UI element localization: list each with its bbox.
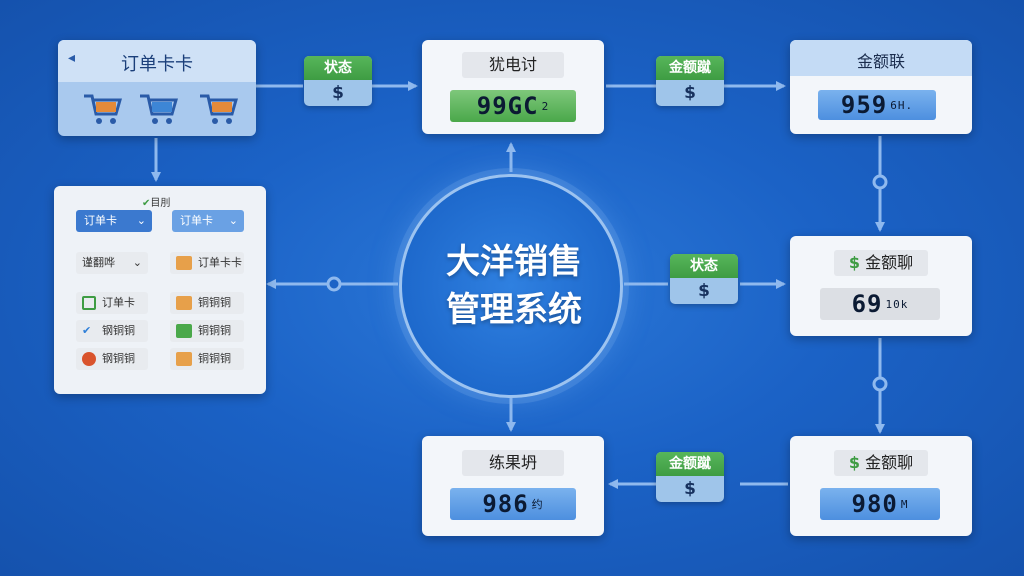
system-title-line2: 管理系统	[446, 290, 582, 330]
dropdown-right[interactable]: 订单卡 ⌄	[172, 210, 244, 232]
connector-node	[326, 276, 342, 292]
badge-label: 金额蹴	[656, 56, 724, 80]
chevron-down-icon: ⌄	[132, 256, 142, 269]
card-header	[790, 40, 972, 76]
card-title: 犹电讨	[462, 52, 564, 78]
panel-top-label: ✔目刖	[142, 198, 171, 209]
dollar-icon: $	[684, 83, 696, 103]
folder-icon	[176, 256, 192, 270]
order-card-title: 订单卡卡	[121, 54, 193, 75]
list-item[interactable]: ✔ 钢铜铜	[76, 320, 148, 342]
list-item[interactable]: 钢铜铜	[76, 348, 148, 370]
checkbox-icon	[176, 324, 192, 338]
chevron-down-icon: ⌄	[136, 214, 146, 227]
back-arrow-icon[interactable]: ◂	[68, 50, 76, 66]
center-hub[interactable]: 大洋销售 管理系统	[399, 174, 623, 398]
card-title: 金额联	[856, 52, 905, 71]
checkmark-icon: ✔	[82, 324, 92, 337]
system-title-line1: 大洋销售	[446, 242, 582, 282]
cart-icon	[84, 94, 122, 124]
amount-badge[interactable]: 金额蹴 $	[656, 56, 724, 106]
list-item[interactable]: 铜铜铜	[170, 320, 244, 342]
dollar-icon: $	[332, 83, 344, 103]
check-icon: ✔	[142, 198, 151, 209]
card-title: $ 金额聊	[834, 450, 928, 476]
option-right[interactable]: 订单卡卡	[170, 252, 244, 274]
badge-label: 状态	[304, 56, 372, 80]
cart-icon	[140, 94, 178, 124]
badge-label: 状态	[670, 254, 738, 278]
status-badge[interactable]: 状态 $	[670, 254, 738, 304]
connector-node	[872, 376, 888, 392]
status-badge[interactable]: 状态 $	[304, 56, 372, 106]
list-item[interactable]: 铜铜铜	[170, 348, 244, 370]
dropdown-left[interactable]: 订单卡 ⌄	[76, 210, 152, 232]
checkbox-icon	[82, 296, 96, 310]
card-title: 练果坍	[462, 450, 564, 476]
dollar-icon: $	[848, 453, 860, 472]
order-card-header	[58, 40, 256, 82]
amount-badge[interactable]: 金额蹴 $	[656, 452, 724, 502]
dollar-icon: $	[848, 253, 860, 272]
cart-icon	[200, 94, 238, 124]
form-panel: ✔目刖 订单卡 ⌄ 订单卡 ⌄ 谨翻哗 ⌄ 订单卡卡 订单卡 铜铜铜 ✔ 钢铜铜…	[54, 186, 266, 394]
list-item[interactable]: 铜铜铜	[170, 292, 244, 314]
badge-label: 金额蹴	[656, 452, 724, 476]
box-icon	[176, 296, 192, 310]
box-icon	[176, 352, 192, 366]
radio-icon	[82, 352, 96, 366]
list-item[interactable]: 订单卡	[76, 292, 148, 314]
dollar-icon: $	[698, 281, 710, 301]
chevron-down-icon: ⌄	[228, 214, 238, 227]
connector-node	[872, 174, 888, 190]
order-card[interactable]: ◂ 订单卡卡	[58, 40, 256, 136]
dollar-icon: $	[684, 479, 696, 499]
card-title: $ 金额聊	[834, 250, 928, 276]
select-field[interactable]: 谨翻哗 ⌄	[76, 252, 148, 274]
